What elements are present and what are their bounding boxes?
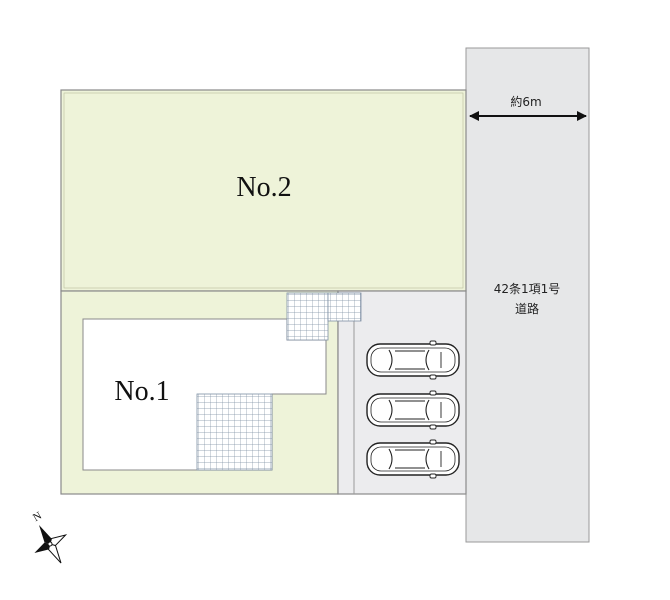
parked-car xyxy=(366,439,460,479)
road xyxy=(465,47,590,543)
parked-car xyxy=(366,340,460,380)
entrance-tiles xyxy=(286,292,329,341)
road-type-label: 42条1項1号 xyxy=(494,282,561,296)
lot-2-label: No.2 xyxy=(236,172,291,203)
entrance-tiles xyxy=(196,393,273,471)
entrance-tiles xyxy=(327,292,362,322)
road-width-label: 約6m xyxy=(510,94,541,109)
parked-car xyxy=(366,390,460,430)
lot-2-area xyxy=(60,89,467,292)
compass-icon xyxy=(34,524,68,564)
lot-1-label: No.1 xyxy=(114,376,169,407)
road-type-label-2: 道路 xyxy=(515,301,539,316)
compass-north-label: N xyxy=(31,510,44,524)
